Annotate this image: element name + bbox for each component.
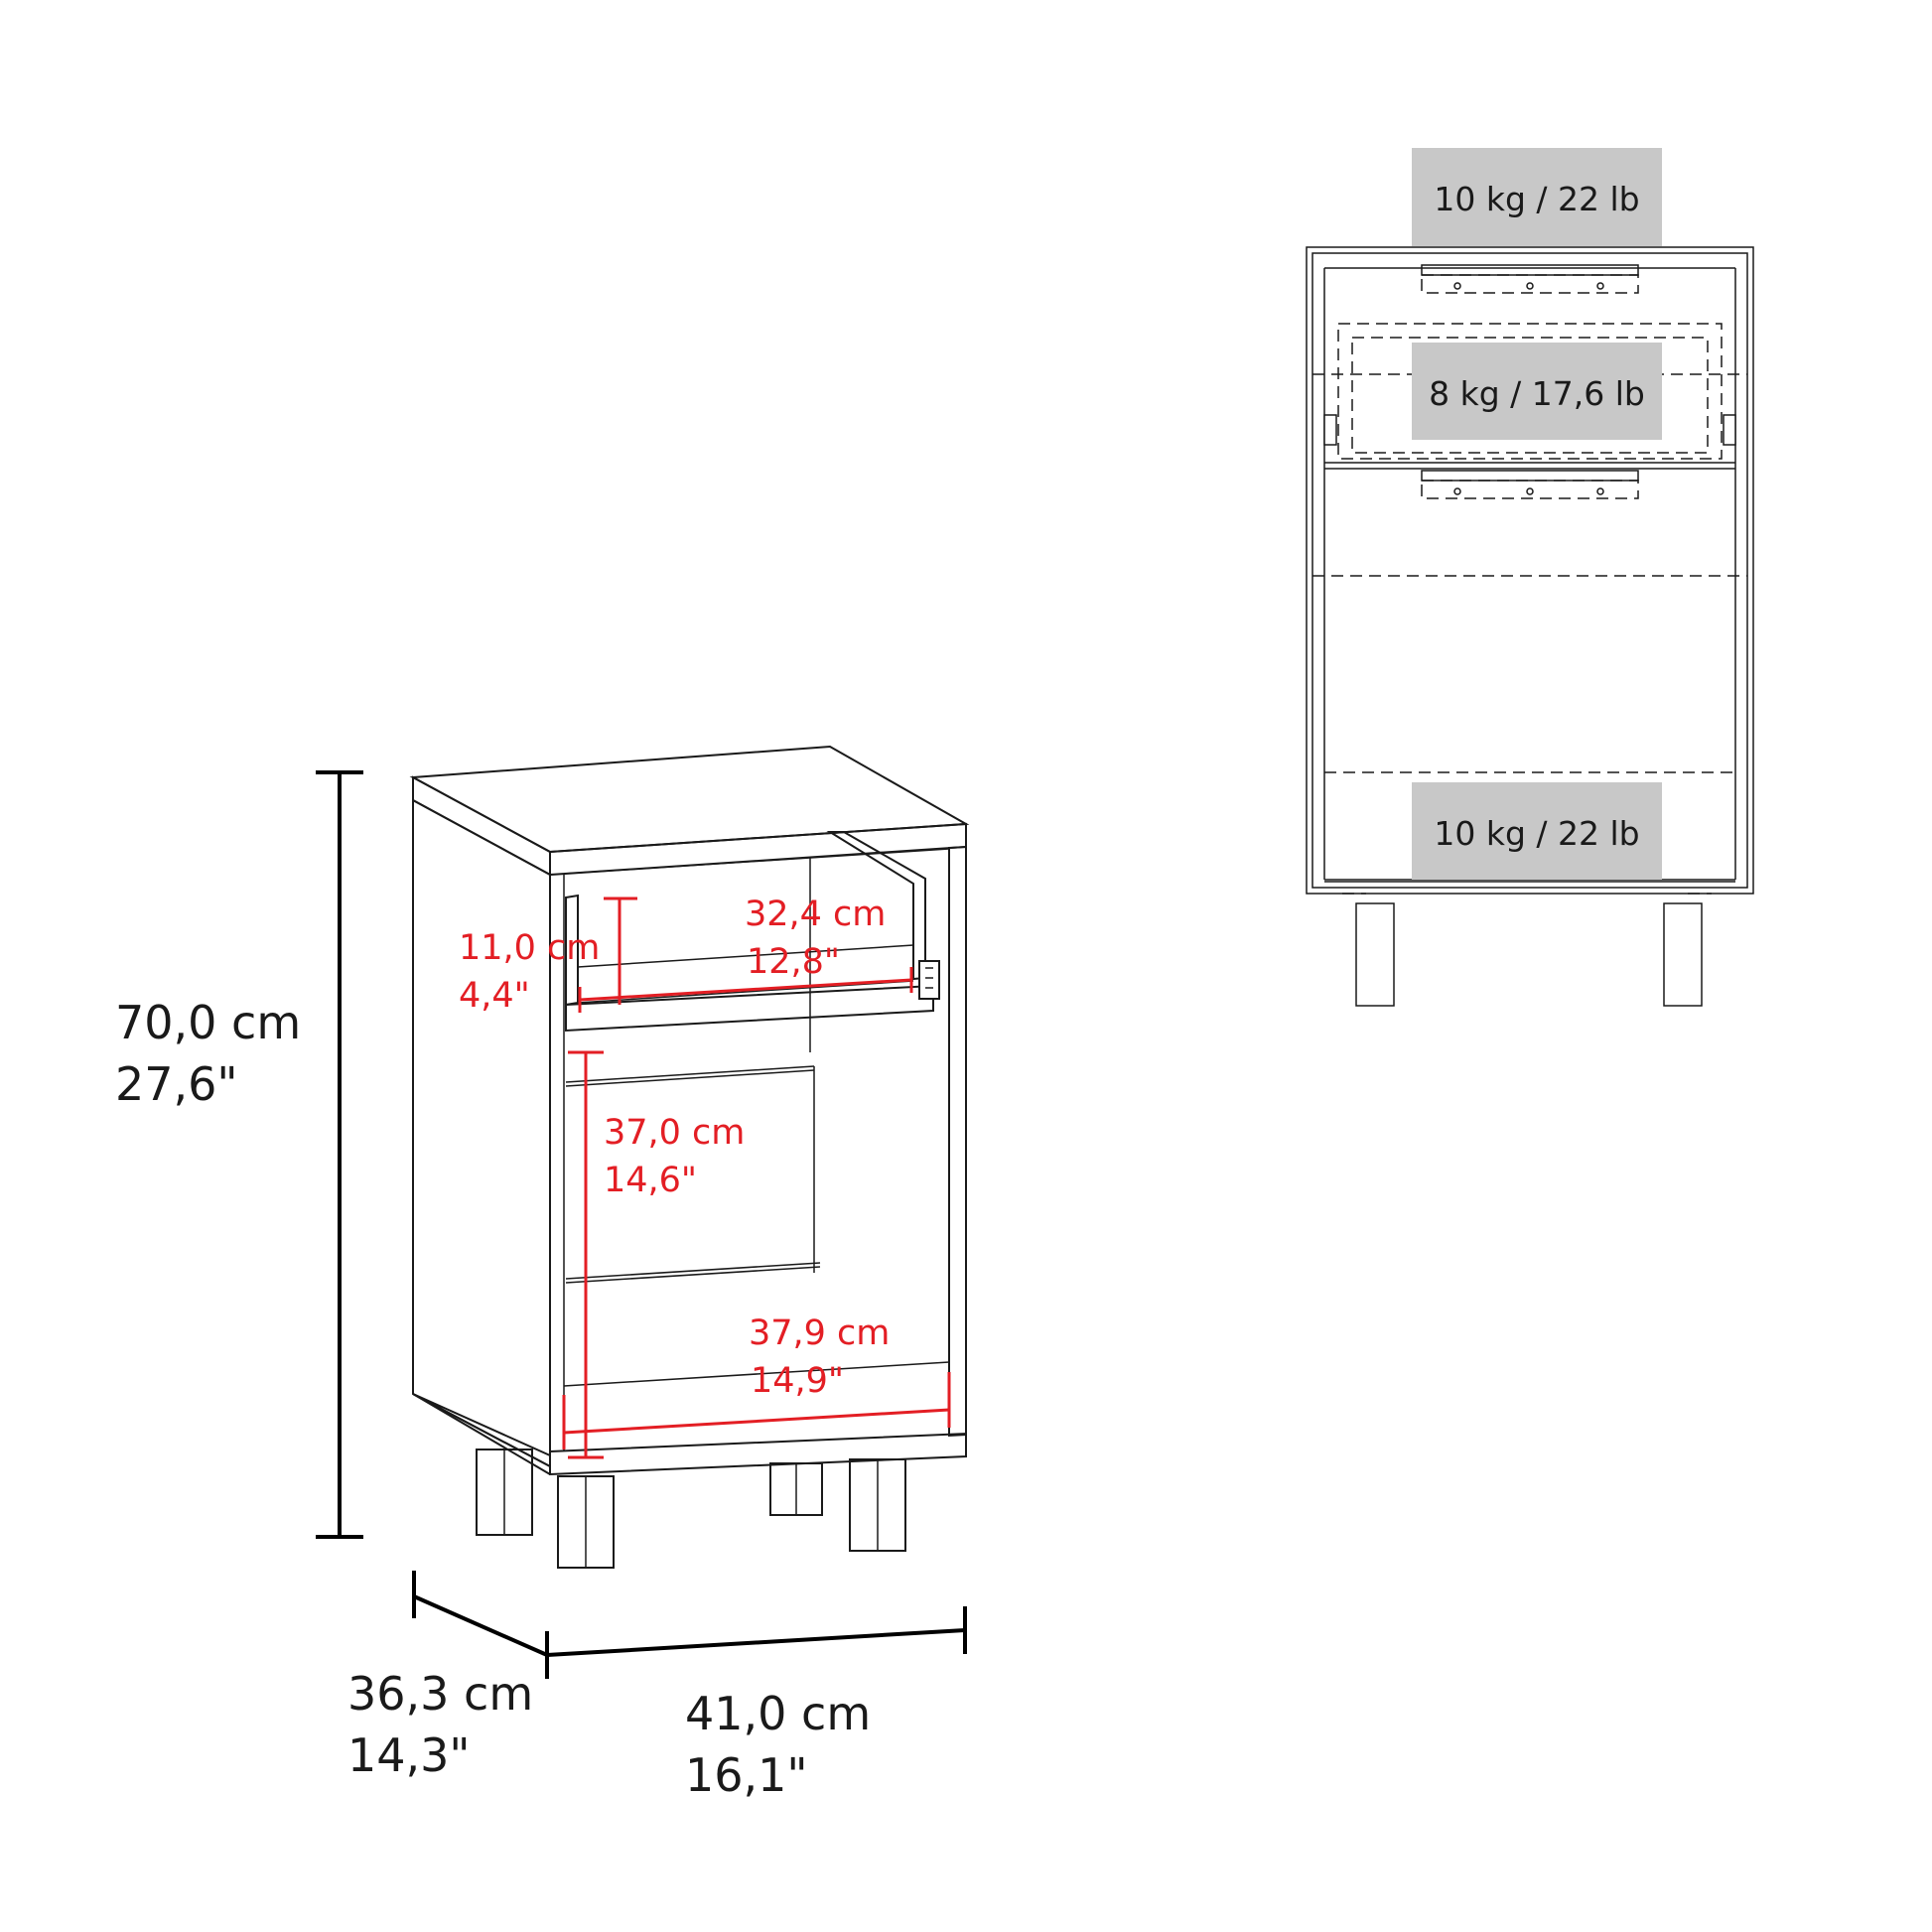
cabinet-height-in-label: 14,6" [604, 1161, 697, 1200]
cabinet-height-measure [568, 1050, 604, 1459]
height-dimension-line [316, 770, 363, 1539]
drawer-height-measure [604, 897, 637, 1005]
load-drawer-badge: 8 kg / 17,6 lb [1412, 343, 1662, 440]
load-top-badge: 10 kg / 22 lb [1412, 148, 1662, 246]
drawer-width-measure [578, 967, 913, 1013]
load-top-text: 10 kg / 22 lb [1434, 180, 1639, 218]
width-dimension-line [545, 1606, 967, 1679]
drawer-height-cm-label: 11,0 cm [459, 928, 600, 968]
load-drawer-text: 8 kg / 17,6 lb [1429, 374, 1645, 413]
load-bottom-text: 10 kg / 22 lb [1434, 814, 1639, 853]
load-bottom-badge: 10 kg / 22 lb [1412, 782, 1662, 880]
cabinet-height-cm-label: 37,0 cm [604, 1113, 745, 1153]
height-cm-label: 70,0 cm [115, 996, 301, 1049]
cabinet-width-measure [562, 1372, 951, 1449]
drawer-height-in-label: 4,4" [459, 976, 530, 1016]
width-cm-label: 41,0 cm [685, 1687, 871, 1740]
cabinet-width-cm-label: 37,9 cm [749, 1313, 890, 1353]
drawer-width-in-label: 12,8" [747, 942, 840, 982]
cabinet-legs [476, 1449, 906, 1569]
drawer-slide-icon [918, 960, 940, 1000]
drawer-width-cm-label: 32,4 cm [745, 895, 886, 934]
isometric-cabinet [409, 745, 970, 1569]
cabinet-width-in-label: 14,9" [751, 1361, 844, 1401]
depth-dimension-line [412, 1571, 548, 1657]
height-in-label: 27,6" [115, 1057, 238, 1111]
front-view-cabinet [1306, 246, 1754, 1007]
width-in-label: 16,1" [685, 1748, 808, 1802]
depth-cm-label: 36,3 cm [347, 1667, 533, 1721]
drawer [565, 831, 940, 1033]
depth-in-label: 14,3" [347, 1728, 471, 1782]
